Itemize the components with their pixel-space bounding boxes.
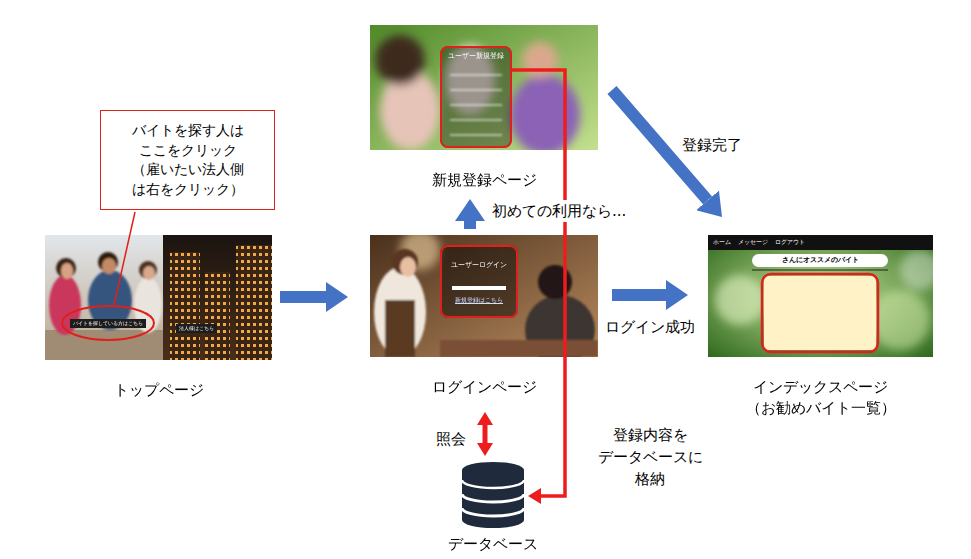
callout-text: バイトを探す人は ここをクリック （雇いたい法人側 は右をクリック） bbox=[109, 121, 266, 199]
top-page-photo bbox=[56, 258, 76, 278]
index-page-photo bbox=[708, 235, 933, 357]
top-page-photo bbox=[102, 258, 116, 274]
top-page-photo bbox=[45, 235, 163, 360]
index-page-photo bbox=[715, 250, 933, 350]
register-page-photo bbox=[510, 75, 580, 150]
flow-arrow bbox=[280, 291, 326, 303]
heading-text: さんにオススメのバイト bbox=[782, 256, 859, 265]
page-caption: ログインページ bbox=[370, 377, 598, 398]
form-text: 新規登録はこちら bbox=[442, 296, 516, 305]
top-page-photo bbox=[205, 272, 230, 360]
data-arrow bbox=[483, 425, 488, 443]
index-page-photo bbox=[900, 250, 933, 290]
screen-button: バイトを探している方はこちら bbox=[70, 319, 146, 328]
edge-label: 登録完了 bbox=[680, 134, 744, 156]
form-panel: ユーザーログイン新規登録はこちら bbox=[440, 245, 518, 318]
top-page-photo bbox=[139, 261, 157, 279]
login-page-photo bbox=[538, 265, 572, 299]
register-page-photo bbox=[440, 46, 512, 148]
edge-label: ログイン成功 bbox=[600, 316, 700, 338]
database-icon bbox=[462, 462, 524, 478]
top-page-photo bbox=[143, 266, 155, 280]
nav-item: ホーム bbox=[713, 239, 731, 246]
nav-item: メッセージ bbox=[738, 239, 768, 246]
flow-arrow bbox=[612, 289, 666, 301]
database-icon bbox=[462, 462, 524, 528]
data-arrow bbox=[512, 70, 565, 496]
node-label: データベース bbox=[428, 534, 558, 554]
database-node: データベース bbox=[462, 462, 524, 552]
callout-box: バイトを探す人は ここをクリック （雇いたい法人側 は右をクリック） bbox=[100, 110, 275, 210]
top-page-photo bbox=[49, 252, 162, 335]
edge-label: 初めての利用なら... bbox=[490, 200, 628, 222]
register-page-photo bbox=[375, 35, 580, 150]
form-panel: ユーザー新規登録 bbox=[440, 46, 512, 148]
register-page-photo bbox=[522, 42, 558, 78]
edge-label: 登録内容を データベースに 格納 bbox=[594, 424, 706, 490]
button-text: 法人様はこちら bbox=[179, 325, 214, 332]
login-page-photo bbox=[440, 245, 518, 318]
flow-arrow bbox=[464, 221, 476, 229]
index-page-photo bbox=[708, 235, 933, 357]
nav-item: ログアウト bbox=[775, 239, 805, 246]
page-screenshot: 新規登録ページ ユーザー新規登録 bbox=[370, 25, 598, 195]
leader-line bbox=[114, 212, 135, 305]
login-page-photo bbox=[452, 286, 506, 290]
top-page-photo bbox=[45, 235, 272, 360]
form-text: ユーザー新規登録 bbox=[442, 52, 510, 61]
page-caption: 新規登録ページ bbox=[370, 170, 598, 191]
register-page-photo bbox=[450, 75, 502, 135]
top-page-photo bbox=[236, 245, 272, 360]
login-page-photo bbox=[440, 340, 598, 357]
index-page-photo bbox=[715, 275, 765, 325]
form-text: ユーザーログイン bbox=[442, 261, 516, 270]
register-page-photo bbox=[450, 89, 502, 91]
nav-bar: ホームメッセージログアウト bbox=[708, 235, 933, 250]
page-screenshot: トップページ バイトを探している方はこちら法人様はこちら bbox=[45, 235, 272, 405]
page-screenshot: インデックスページ （お勧めバイト一覧） ホームメッセージログアウトさんにオススメ… bbox=[708, 235, 933, 423]
register-page-photo bbox=[450, 119, 502, 121]
index-page-photo bbox=[762, 274, 878, 352]
database-icon bbox=[462, 508, 524, 516]
button-text: バイトを探している方はこちら bbox=[73, 320, 143, 327]
screen-button: 法人様はこちら bbox=[176, 324, 217, 333]
register-page-photo bbox=[375, 35, 425, 85]
top-page-photo bbox=[61, 263, 73, 279]
database-icon bbox=[462, 494, 524, 502]
login-page-photo bbox=[374, 267, 426, 357]
top-page-photo bbox=[163, 235, 272, 360]
login-page-photo bbox=[385, 300, 415, 357]
login-page-photo bbox=[400, 257, 416, 277]
register-page-photo bbox=[450, 74, 502, 76]
edge-label: 照会 bbox=[434, 428, 468, 450]
page-caption: トップページ bbox=[45, 380, 272, 401]
register-page-photo bbox=[450, 134, 502, 136]
highlight-ellipse bbox=[62, 306, 154, 340]
index-page-photo bbox=[752, 270, 888, 271]
page-caption: インデックスページ （お勧めバイト一覧） bbox=[708, 377, 933, 419]
page-screenshot: ログインページ ユーザーログイン新規登録はこちら bbox=[370, 235, 598, 402]
register-page-photo bbox=[450, 104, 502, 106]
top-page-photo bbox=[170, 252, 200, 360]
database-icon bbox=[462, 480, 524, 488]
index-page-photo bbox=[764, 276, 876, 350]
heading-band: さんにオススメのバイト bbox=[752, 254, 888, 267]
